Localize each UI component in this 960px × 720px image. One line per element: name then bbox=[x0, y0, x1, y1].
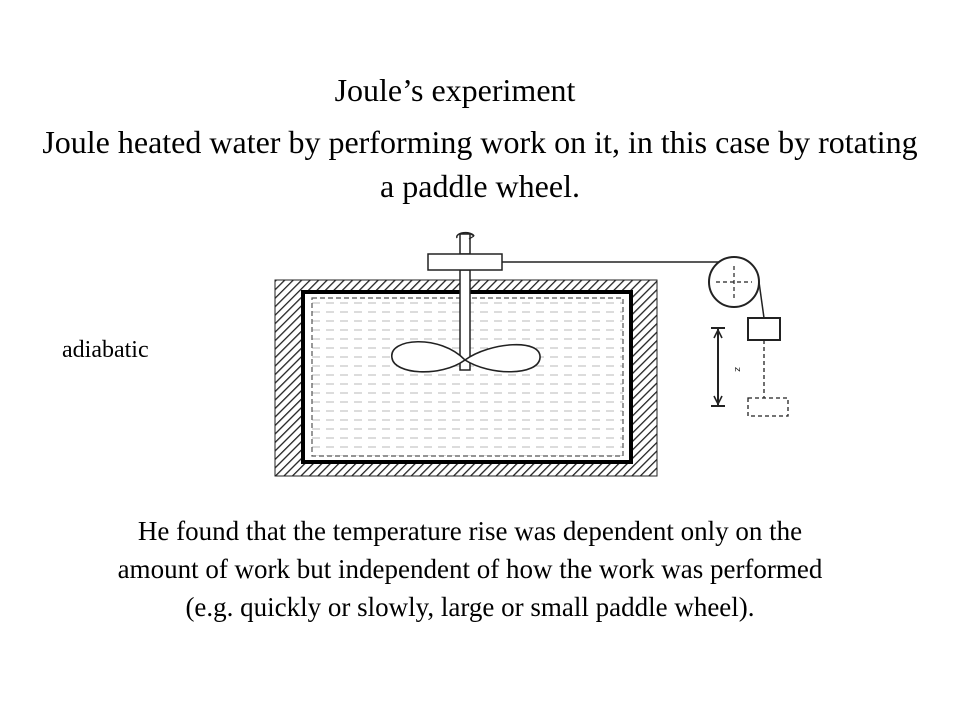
adiabatic-label: adiabatic bbox=[62, 337, 149, 363]
shaft-top bbox=[459, 233, 471, 255]
weight-end bbox=[747, 397, 789, 417]
shaft-bearing bbox=[427, 253, 503, 271]
paddle-shaft bbox=[459, 269, 471, 371]
conclusion-text: He found that the temperature rise was d… bbox=[117, 516, 823, 622]
z-label: z bbox=[732, 367, 742, 372]
joule-apparatus-diagram: z bbox=[274, 231, 789, 477]
paddle-wheel bbox=[391, 231, 541, 373]
slide-title: Joule’s experiment bbox=[334, 72, 576, 108]
weight-start bbox=[747, 317, 781, 341]
paddle-blades bbox=[391, 341, 541, 373]
hanging-cord bbox=[758, 281, 765, 319]
pulley-and-weight: z bbox=[502, 256, 789, 417]
intro-text: Joule heated water by performing work on… bbox=[42, 124, 918, 204]
